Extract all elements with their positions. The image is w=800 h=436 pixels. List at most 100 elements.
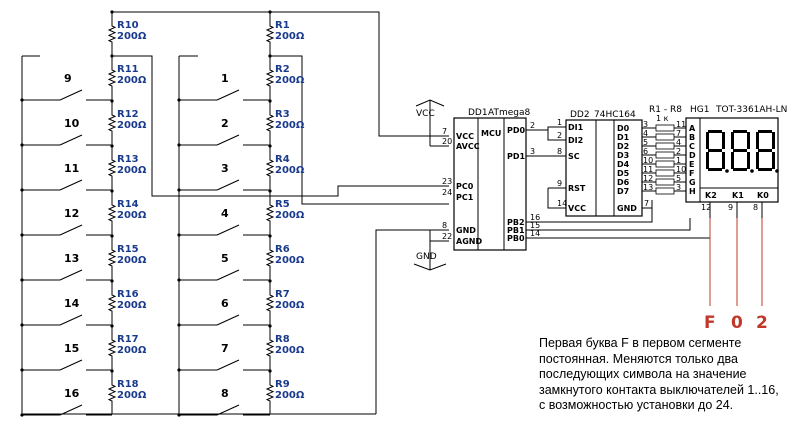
resistor-symbol: [265, 199, 275, 227]
switch: 13: [20, 252, 112, 282]
resistor-value: 200Ω: [275, 31, 305, 42]
mcu-pin-num: 14: [530, 229, 540, 238]
switch: 3: [177, 162, 270, 192]
note-line: с возможностью установки до 24.: [539, 398, 734, 412]
display-common-name: K0: [757, 191, 769, 200]
mcu-pin-num: 23: [442, 177, 452, 186]
resistor-symbol: [265, 244, 275, 272]
shift-pin-num: 1: [557, 118, 562, 127]
mcu-pin-name: PC0: [456, 182, 474, 191]
resistor-ref: R12: [117, 109, 139, 120]
shift-pin-name: RST: [568, 184, 586, 193]
switch-label: 1: [221, 72, 229, 85]
switch: 15: [20, 342, 112, 372]
digit-label: 0: [731, 313, 743, 333]
switch-label: 4: [221, 207, 229, 220]
resistor-symbol: [107, 379, 117, 407]
display-seg-name: B: [689, 133, 695, 142]
resistor-ref: R17: [117, 334, 139, 345]
switch-label: 5: [221, 252, 229, 265]
shift-pin-name: D4: [617, 160, 630, 169]
resistor-symbol: [265, 64, 275, 92]
shift-pin-num: 14: [557, 199, 567, 208]
array-resistor: [655, 133, 675, 141]
switch: 14: [20, 297, 112, 327]
display-pin-num: 4: [676, 138, 681, 147]
switch: 5: [177, 252, 270, 282]
shift-gnd-pin: GND: [617, 204, 637, 213]
rarray-ref: R1 - R8: [649, 105, 682, 115]
switch: 4: [177, 207, 270, 237]
switch-label: 7: [221, 342, 229, 355]
resistor-symbol: [107, 20, 117, 48]
resistor-symbol: [107, 199, 117, 227]
switch-label: 15: [64, 342, 79, 355]
shift-pin-num: 2: [557, 131, 562, 140]
gnd-symbol: GND: [413, 252, 447, 271]
switch-label: 11: [64, 162, 79, 175]
switch: 12: [20, 207, 112, 237]
note-line: последующих символа на значение: [539, 367, 747, 381]
mcu-atmega8: DD1 ATmega8 MCU VCC7AVCC20PC023PC124GND8…: [442, 108, 540, 251]
resistor-value: 200Ω: [117, 120, 147, 131]
shift-part: 74HC164: [594, 110, 636, 120]
vcc-label: VCC: [416, 109, 435, 119]
resistor-symbol: [265, 379, 275, 407]
resistor-value: 200Ω: [275, 345, 305, 356]
array-resistor: [655, 151, 675, 159]
shift-pin-num: 8: [557, 147, 562, 156]
mcu-pin-name: PD1: [507, 152, 526, 161]
mcu-pin-num: 24: [442, 188, 452, 197]
mcu-pin-name: AGND: [456, 237, 482, 246]
switch-label: 6: [221, 297, 229, 310]
display-ref: HG1: [690, 105, 709, 115]
resistor-ref: R3: [275, 109, 290, 120]
resistor-array: R1 - R8 1 к: [642, 105, 686, 195]
mcu-pin-num: 7: [442, 127, 447, 136]
resistor-symbol: [107, 244, 117, 272]
mcu-pin-num: 15: [530, 221, 540, 230]
vcc-symbol: VCC: [415, 99, 445, 119]
description-note: Первая буква F в первом сегменте постоян…: [539, 336, 799, 414]
mcu-pin-name: PD0: [507, 126, 526, 135]
switch: 2: [177, 117, 270, 147]
switch: 9: [20, 72, 112, 102]
resistor-ref: R9: [275, 379, 290, 390]
switch: 1: [177, 72, 270, 102]
resistor-symbol: [265, 154, 275, 182]
resistor-symbol: [107, 64, 117, 92]
digit-label: F: [704, 313, 716, 333]
resistor-value: 200Ω: [117, 75, 147, 86]
resistor-ref: R10: [117, 20, 139, 31]
shift-ref: DD2: [570, 110, 590, 120]
shift-pin-name: D2: [617, 142, 629, 151]
shift-pin-num: 3: [643, 120, 648, 129]
shift-pin-name: SC: [568, 152, 580, 161]
mcu-pin-num: 2: [530, 121, 535, 130]
mcu-pin-name: PB2: [507, 218, 525, 227]
resistor-value: 200Ω: [275, 210, 305, 221]
display-pin-num: 3: [676, 183, 681, 192]
mcu-part: ATmega8: [488, 108, 530, 118]
shift-pin-name: D0: [617, 124, 630, 133]
array-resistor: [655, 169, 675, 177]
display-pin-num: 1: [676, 156, 681, 165]
shift-pin-num: 13: [643, 183, 653, 192]
note-line: замкнутого контакта выключателей 1..16,: [539, 382, 779, 397]
resistor-value: 200Ω: [275, 75, 305, 86]
switch: 10: [20, 117, 112, 147]
switch-label: 14: [64, 297, 80, 310]
resistor-symbol: [107, 334, 117, 362]
display-seg-name: C: [689, 142, 695, 151]
shift-pin-name: D5: [617, 169, 630, 178]
display-seg-name: E: [689, 160, 694, 169]
resistor-symbol: [107, 289, 117, 317]
resistor-value: 200Ω: [275, 300, 305, 311]
switch: 11: [20, 162, 112, 192]
array-resistor: [655, 124, 675, 132]
resistor-ref: R8: [275, 334, 290, 345]
digit-label: 2: [756, 313, 768, 333]
switch-label: 8: [221, 387, 229, 400]
seven-segment-digit: [706, 130, 729, 173]
